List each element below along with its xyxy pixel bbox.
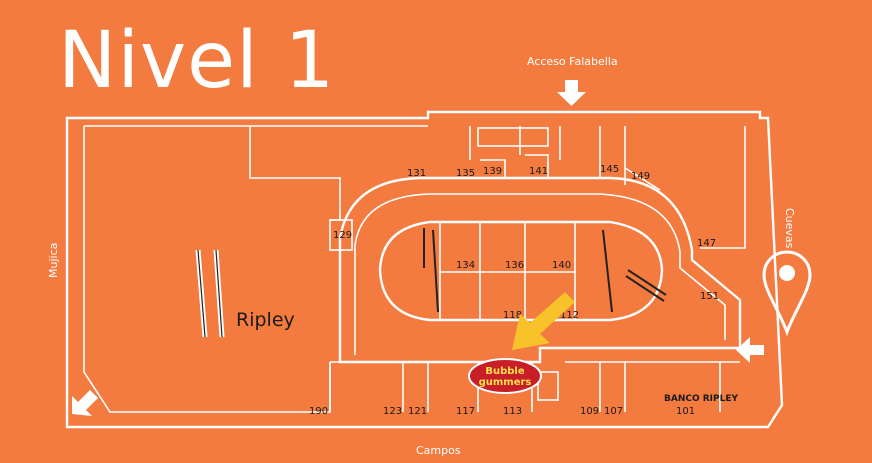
entrance-top-label: Acceso Falabella xyxy=(527,55,618,68)
map-pin-icon xyxy=(762,250,812,337)
arrow-down-icon xyxy=(557,80,586,106)
logo-text-2: gummers xyxy=(479,377,532,388)
banco-ripley-label: BANCO RIPLEY xyxy=(664,394,739,404)
store-113: 113 xyxy=(503,406,522,417)
store-107: 107 xyxy=(604,406,623,417)
entrance-left-label: Mujica xyxy=(47,243,60,278)
entrance-right-label: Cuevas xyxy=(783,208,796,249)
store-139: 139 xyxy=(483,166,502,177)
store-129: 129 xyxy=(333,230,352,241)
store-112: 112 xyxy=(560,310,579,321)
store-140: 140 xyxy=(552,260,571,271)
outer-boundary xyxy=(65,110,784,429)
store-121: 121 xyxy=(408,406,427,417)
store-151: 151 xyxy=(700,291,719,302)
map-title: Nivel 1 xyxy=(58,16,336,106)
ripley-escalators xyxy=(195,249,225,338)
bubble-gummers-logo: Bubble gummers xyxy=(468,358,542,394)
store-190: 190 xyxy=(309,406,328,417)
store-136: 136 xyxy=(505,260,524,271)
store-135: 135 xyxy=(456,168,475,179)
entrance-bottom-label: Campos xyxy=(416,444,461,457)
store-117: 117 xyxy=(456,406,475,417)
store-134: 134 xyxy=(456,260,475,271)
inner-oval xyxy=(378,220,667,322)
store-101: 101 xyxy=(676,406,695,417)
store-123: 123 xyxy=(383,406,402,417)
store-numbers: 131 135 139 141 145 149 129 147 134 136 … xyxy=(309,164,719,417)
store-141: 141 xyxy=(529,166,548,177)
store-109: 109 xyxy=(580,406,599,417)
store-131: 131 xyxy=(407,168,426,179)
store-149: 149 xyxy=(631,171,650,182)
arrow-diagonal-icon xyxy=(72,390,98,416)
store-147: 147 xyxy=(697,238,716,249)
store-118: 118 xyxy=(503,310,522,321)
ripley-label: Ripley xyxy=(236,309,295,331)
location-arrow-icon xyxy=(512,292,575,350)
arrow-left-icon xyxy=(736,337,764,363)
central-ring xyxy=(329,126,746,412)
logo-text-1: Bubble xyxy=(485,366,524,377)
store-145: 145 xyxy=(600,164,619,175)
